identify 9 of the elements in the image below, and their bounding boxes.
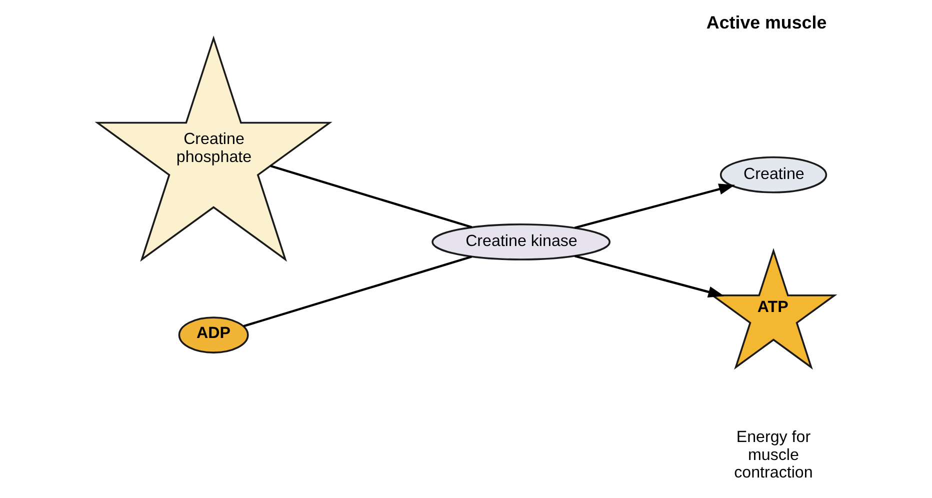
- arrow: [574, 184, 736, 229]
- connector: [243, 256, 472, 328]
- connector: [270, 164, 472, 228]
- node-ellipse: Creatine: [720, 156, 828, 194]
- node-ellipse: ADP: [178, 316, 249, 354]
- node-ellipse: Creatine kinase: [432, 224, 611, 260]
- node-label: Energy for muscle contraction: [734, 428, 813, 482]
- arrow: [574, 255, 724, 298]
- diagram-title: Active muscle: [706, 12, 827, 33]
